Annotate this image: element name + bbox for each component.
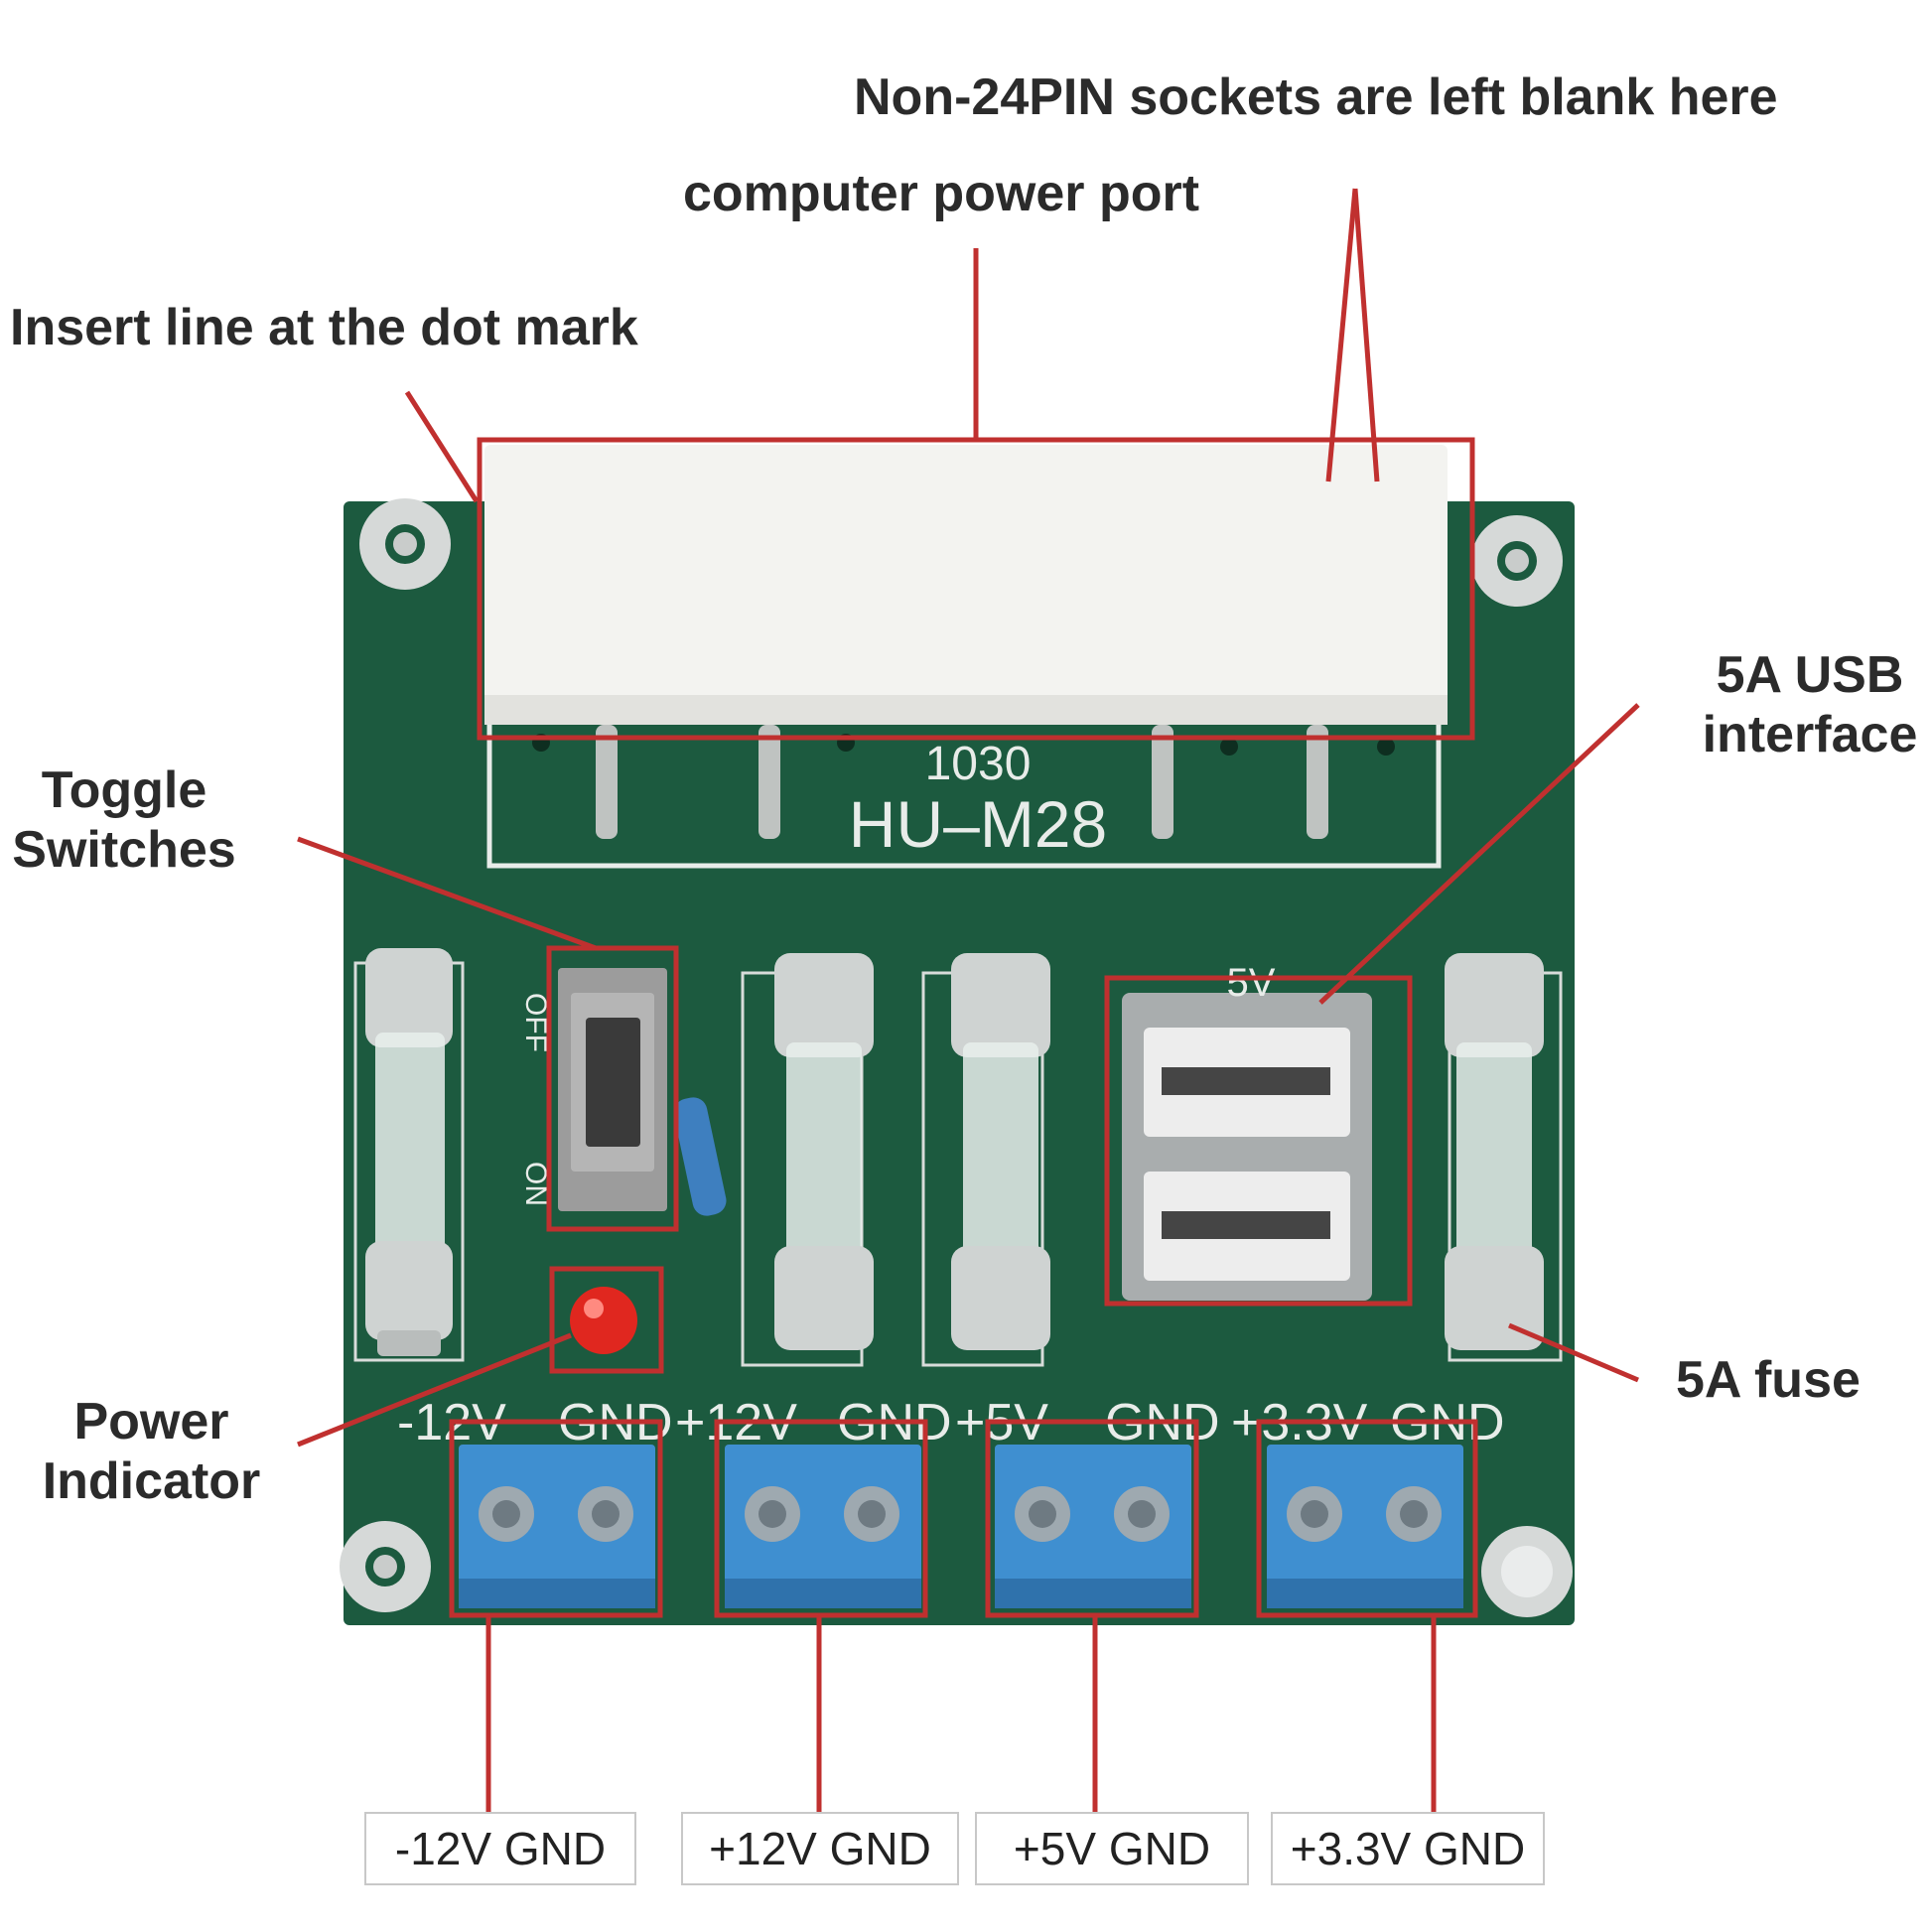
- callout-power-line1: Power: [73, 1393, 229, 1450]
- bottom-label-p12v: +12V GND: [681, 1812, 959, 1885]
- resistor: [673, 1097, 727, 1216]
- connector-pins: [532, 725, 1395, 839]
- callout-toggle-line2: Switches: [12, 821, 236, 879]
- fuse-right: [1445, 953, 1563, 1362]
- annotation-box-led: [549, 1266, 664, 1374]
- leader-non24pin-a: [1325, 188, 1358, 483]
- callout-toggle-line1: Toggle: [41, 761, 207, 819]
- terminal-block-p12v: [725, 1445, 921, 1608]
- callout-usb: 5A USB interface: [1688, 645, 1932, 764]
- annotation-box-t3: [985, 1419, 1199, 1618]
- fuse-3: [921, 953, 1050, 1367]
- bottom-label-p5v: +5V GND: [975, 1812, 1249, 1885]
- annotation-box-switch: [546, 945, 679, 1232]
- atx-24pin-connector: [484, 445, 1448, 725]
- annotation-box-t4: [1256, 1419, 1478, 1618]
- callout-non24pin: Non-24PIN sockets are left blank here: [854, 69, 1778, 126]
- callout-power-port: computer power port: [683, 165, 1200, 222]
- mount-hole-bottom-right: [1481, 1526, 1573, 1617]
- terminal-block-p5v: [995, 1445, 1191, 1608]
- leader-toggle: [297, 836, 597, 951]
- usb-dual-port: 5V: [1122, 961, 1372, 1301]
- leader-fuse: [1508, 1322, 1639, 1383]
- callout-toggle-switches: Toggle Switches: [0, 760, 248, 880]
- terminal-block-p33v: [1267, 1445, 1463, 1608]
- fuse-2: [741, 953, 874, 1367]
- leader-power-indicator: [297, 1332, 572, 1448]
- callout-insert-line: Insert line at the dot mark: [10, 299, 638, 356]
- power-led: [570, 1287, 637, 1354]
- pcb-board: [344, 501, 1575, 1625]
- leader-usb: [1318, 703, 1640, 1005]
- callout-usb-line1: 5A USB: [1716, 646, 1904, 704]
- silk-model: HU–M28: [849, 787, 1107, 861]
- leader-non24pin-b: [1352, 188, 1380, 483]
- silk-code: 1030: [925, 738, 1032, 790]
- mount-hole-top-right: [1471, 515, 1563, 607]
- annotation-box-t1: [449, 1419, 663, 1618]
- annotation-box-usb: [1104, 975, 1413, 1307]
- callout-power-indicator: Power Indicator: [20, 1392, 283, 1511]
- toggle-switch: OFF ON: [519, 968, 667, 1211]
- fuse-left: [353, 948, 465, 1362]
- callout-usb-line2: interface: [1702, 706, 1918, 763]
- callout-power-line2: Indicator: [42, 1452, 261, 1510]
- mount-hole-bottom-left: [340, 1521, 431, 1612]
- leader-insert-line: [404, 390, 480, 503]
- usb-5v-label: 5V: [1227, 961, 1276, 1005]
- mount-hole-top-left: [359, 498, 451, 590]
- bottom-label-m12v: -12V GND: [364, 1812, 636, 1885]
- callout-fuse: 5A fuse: [1676, 1351, 1861, 1409]
- leader-lines: [297, 188, 1640, 1812]
- terminal-block-m12v: [459, 1445, 655, 1608]
- bottom-label-p33v: +3.3V GND: [1271, 1812, 1545, 1885]
